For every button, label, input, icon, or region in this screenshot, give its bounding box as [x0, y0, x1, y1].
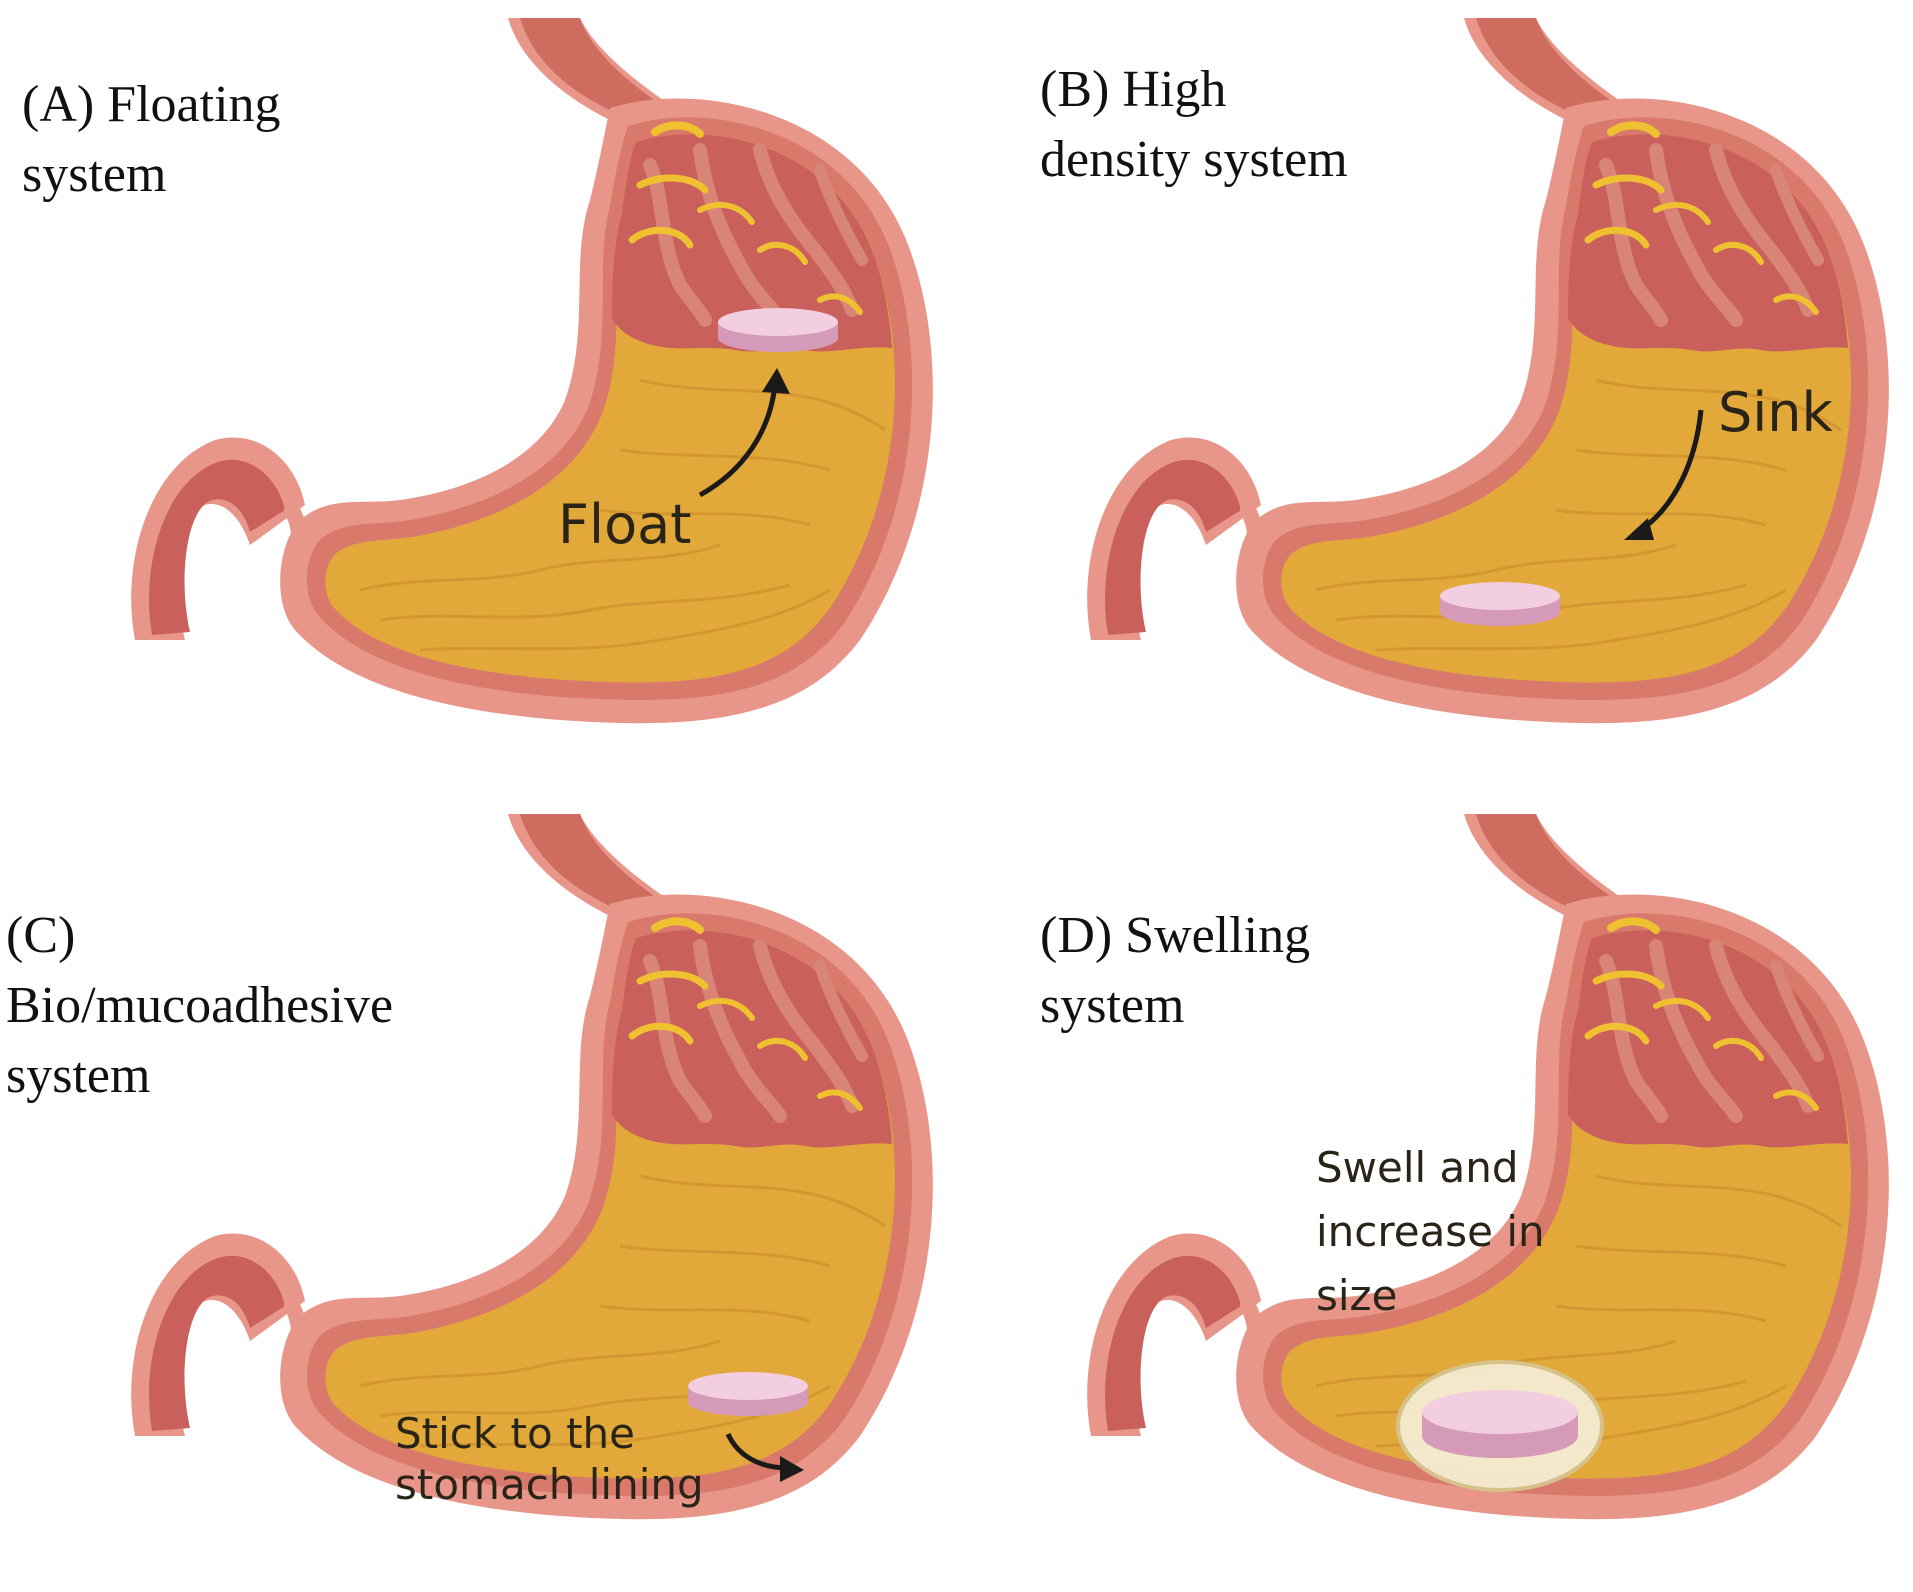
stomach-illustration	[0, 0, 956, 796]
callout-label: Float	[558, 493, 692, 556]
callout-label: Sink	[1718, 381, 1833, 444]
tablet-icon	[688, 1372, 808, 1416]
panel-mucoadhesive-system: (C) Bio/mucoadhesive system Stick to the…	[0, 796, 956, 1592]
swollen-tablet-icon	[1396, 1360, 1604, 1492]
panel-title: (B) High density system	[1040, 61, 1348, 188]
stomach-illustration	[956, 796, 1912, 1592]
callout-label: Swell and increase in size	[1316, 1143, 1545, 1320]
stomach-illustration	[0, 796, 956, 1592]
tablet-icon	[718, 308, 838, 352]
callout-label: Stick to the stomach lining	[395, 1409, 704, 1510]
panel-title: (D) Swelling system	[1040, 907, 1311, 1034]
up-arrow-icon	[698, 368, 790, 498]
panel-swelling-system: (D) Swelling system Swell and increase i…	[956, 796, 1912, 1592]
down-arrow-icon	[1624, 409, 1704, 540]
panel-high-density-system: (B) High density system Sink	[956, 0, 1912, 796]
panel-title: (C) Bio/mucoadhesive system	[6, 907, 394, 1104]
panel-title: (A) Floating system	[22, 76, 281, 203]
tablet-icon	[1440, 582, 1560, 626]
stomach-illustration	[956, 0, 1912, 796]
right-arrow-icon	[725, 1432, 804, 1482]
panel-floating-system: (A) Floating system Float	[0, 0, 956, 796]
